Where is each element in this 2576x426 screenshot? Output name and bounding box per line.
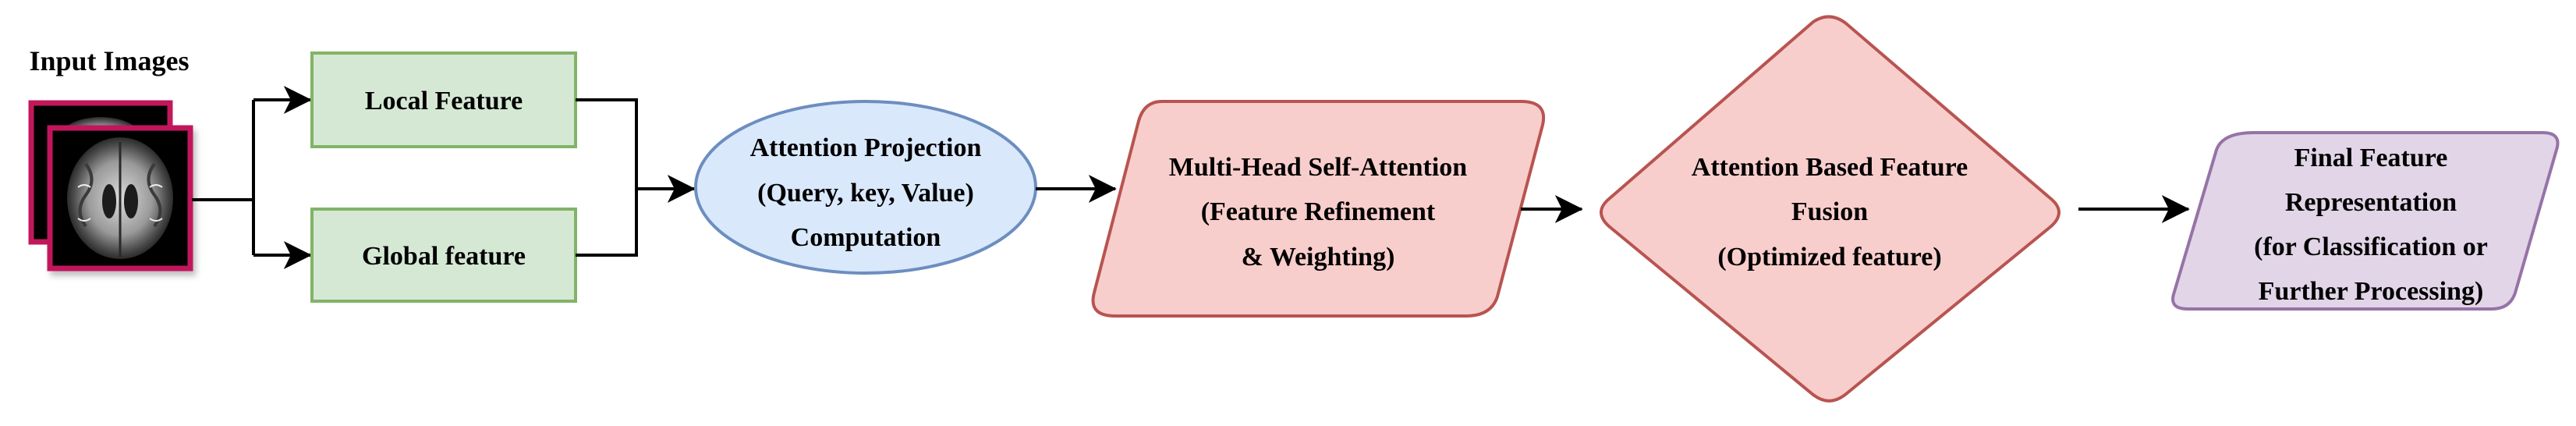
final-line-4: Further Processing) [2259, 277, 2484, 306]
attention-projection-line-3: Computation [791, 223, 941, 252]
final-line-3: (for Classification or [2254, 233, 2488, 261]
final-representation-node: Final Feature Representation (for Classi… [2171, 131, 2560, 311]
global-feature-label: Global feature [362, 242, 526, 271]
final-line-1: Final Feature [2294, 144, 2448, 172]
fusion-line-2: Fusion [1791, 197, 1868, 226]
fusion-line-3: (Optimized feature) [1717, 243, 1941, 272]
brain-mri-image [47, 125, 193, 272]
global-feature-node: Global feature [310, 208, 577, 303]
final-line-2: Representation [2285, 188, 2457, 217]
multi-head-line-1: Multi-Head Self-Attention [1169, 153, 1468, 182]
input-images-title: Input Images [29, 45, 189, 76]
multi-head-attention-node: Multi-Head Self-Attention (Feature Refin… [1091, 100, 1546, 318]
attention-projection-line-2: (Query, key, Value) [757, 179, 974, 208]
attention-projection-node: Attention Projection (Query, key, Value)… [694, 100, 1037, 275]
fusion-line-1: Attention Based Feature [1692, 153, 1968, 182]
multi-head-line-3: & Weighting) [1242, 243, 1395, 272]
edge-merge-features [576, 98, 638, 257]
local-feature-label: Local Feature [365, 87, 523, 115]
attention-projection-line-1: Attention Projection [750, 133, 982, 162]
local-feature-node: Local Feature [310, 51, 577, 148]
multi-head-line-2: (Feature Refinement [1201, 197, 1436, 226]
feature-fusion-node: Attention Based Feature Fusion (Optimize… [1600, 15, 2060, 403]
